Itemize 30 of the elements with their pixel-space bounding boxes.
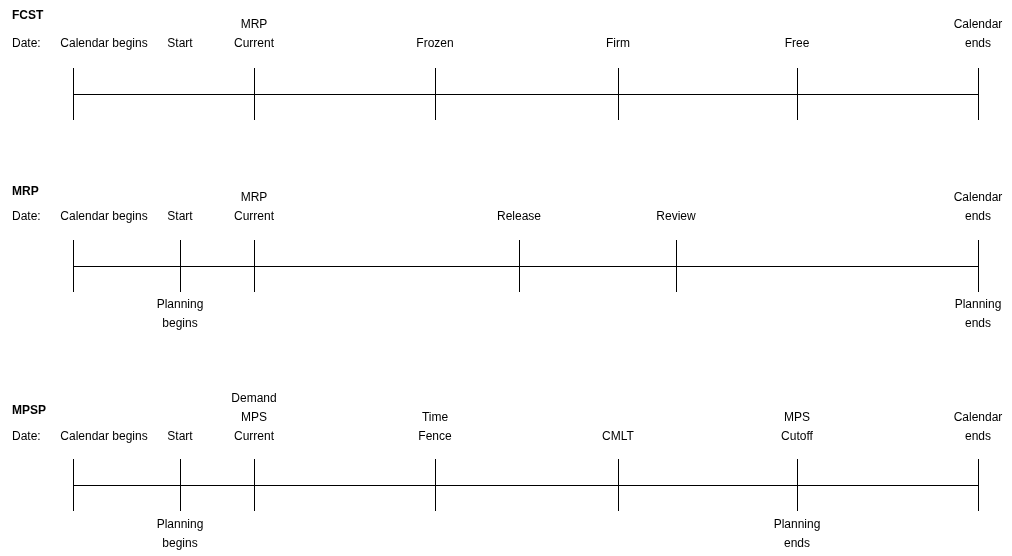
timeline-title: FCST: [12, 7, 44, 24]
milestone-label: Calendar ends: [953, 16, 1003, 52]
milestone-label: Demand MPS Current: [230, 390, 278, 445]
milestone-label: MRP Current: [233, 189, 275, 225]
milestone-label: Free: [783, 35, 811, 52]
milestone-label: Start: [166, 428, 194, 445]
milestone-label: Planning ends: [953, 296, 1003, 332]
row-label: Date:: [12, 428, 41, 445]
milestone-label: Calendar begins: [59, 428, 149, 445]
milestone-label: CMLT: [601, 428, 635, 445]
milestone-label: Planning begins: [155, 296, 205, 332]
milestone-label: Calendar ends: [953, 409, 1003, 445]
milestone-label: Start: [166, 35, 194, 52]
milestone-label: Start: [166, 208, 194, 225]
milestone-label: Firm: [605, 35, 631, 52]
milestone-label: Release: [496, 208, 542, 225]
milestone-label: MPS Cutoff: [780, 409, 814, 445]
milestone-label: MRP Current: [233, 16, 275, 52]
milestone-label: Time Fence: [417, 409, 453, 445]
milestone-label: Planning ends: [772, 516, 822, 552]
milestone-label: Review: [655, 208, 697, 225]
milestone-label: Frozen: [415, 35, 455, 52]
milestone-label: Calendar ends: [953, 189, 1003, 225]
timeline-title: MRP: [12, 183, 39, 200]
timeline-title: MPSP: [12, 402, 46, 419]
row-label: Date:: [12, 35, 41, 52]
row-label: Date:: [12, 208, 41, 225]
milestone-label: Calendar begins: [59, 35, 149, 52]
milestone-label: Calendar begins: [59, 208, 149, 225]
milestone-label: Planning begins: [155, 516, 205, 552]
